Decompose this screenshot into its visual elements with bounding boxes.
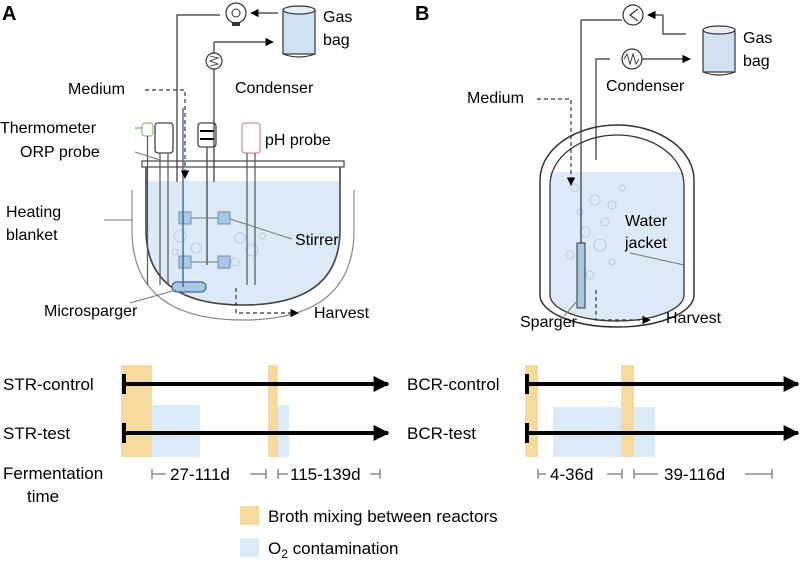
gas-bag-icon xyxy=(702,25,736,35)
thermometer-icon xyxy=(141,122,154,137)
panel-a: A xyxy=(0,2,370,322)
orp-probe-icon xyxy=(154,122,174,154)
legend-o2-swatch xyxy=(240,538,259,557)
gas-bag-label-2: bag xyxy=(323,32,350,49)
stirrer-label: Stirrer xyxy=(295,232,339,249)
timeline-arrows xyxy=(122,374,800,443)
ph-probe-icon xyxy=(241,122,261,154)
ph-probe-label: pH probe xyxy=(265,132,331,149)
legend: Broth mixing between reactors O2 contami… xyxy=(240,506,498,561)
medium-label: Medium xyxy=(68,81,125,98)
fermentation-time-label-1: Fermentation xyxy=(3,464,103,483)
panel-b-letter: B xyxy=(415,3,429,25)
heating-blanket-label-1: Heating xyxy=(6,204,61,221)
pump-icon xyxy=(622,4,644,26)
gas-bag-label-2: bag xyxy=(743,53,770,70)
str-test-label: STR-test xyxy=(3,424,70,443)
heating-blanket-label-2: blanket xyxy=(6,227,58,244)
legend-o2-label: O2 contamination xyxy=(268,539,399,561)
panel-a-letter: A xyxy=(2,3,16,25)
heating-blanket xyxy=(131,190,355,321)
bcr-test-label: BCR-test xyxy=(407,424,476,443)
sparger-label: Sparger xyxy=(520,314,578,331)
microsparger-icon xyxy=(171,281,207,293)
bcr-column xyxy=(549,134,685,322)
str-mixing-band-2 xyxy=(268,365,278,457)
medium-label: Medium xyxy=(467,90,524,107)
pump-icon xyxy=(225,2,247,24)
stirrer-impellers xyxy=(178,211,231,269)
bcr-control-label: BCR-control xyxy=(407,375,500,394)
bcr-interval-1: 4-36d xyxy=(550,465,593,484)
bcr-mixing-band-2 xyxy=(621,365,634,457)
legend-mixing-swatch xyxy=(240,506,259,525)
str-interval-1: 27-111d xyxy=(170,465,230,484)
str-liquid xyxy=(146,181,340,305)
microsparger-label: Microsparger xyxy=(44,303,138,320)
thermometer-label: Thermometer xyxy=(0,120,97,137)
str-vessel xyxy=(145,165,341,306)
gas-bag-label-1: Gas xyxy=(743,30,772,47)
condenser-label: Condenser xyxy=(606,78,685,95)
str-interval-2: 115-139d xyxy=(290,465,361,484)
gas-bag-label-1: Gas xyxy=(323,9,352,26)
bcr-bubbles xyxy=(565,183,626,280)
str-mixing-band-1 xyxy=(121,365,152,457)
orp-probe-label: ORP probe xyxy=(20,144,100,161)
water-jacket-label-2: jacket xyxy=(624,235,667,252)
timeline: STR-control STR-test BCR-control BCR-tes… xyxy=(3,365,800,506)
harvest-label: Harvest xyxy=(666,310,722,327)
condenser-icon xyxy=(205,52,223,70)
harvest-label: Harvest xyxy=(314,305,370,322)
panel-b: B Gas bag Cond xyxy=(415,3,772,331)
sparger-icon xyxy=(576,242,586,309)
interval-brackets xyxy=(151,469,773,479)
str-bubbles xyxy=(171,229,266,267)
str-control-label: STR-control xyxy=(3,375,94,394)
gas-bag-icon xyxy=(282,5,316,15)
legend-mixing-label: Broth mixing between reactors xyxy=(268,507,498,526)
condenser-label: Condenser xyxy=(235,80,314,97)
stirrer-motor-icon xyxy=(197,122,217,148)
fermentation-time-label-2: time xyxy=(27,487,59,506)
bcr-interval-2: 39-116d xyxy=(664,465,725,484)
water-jacket-label-1: Water xyxy=(625,213,668,230)
str-lid xyxy=(141,160,345,168)
